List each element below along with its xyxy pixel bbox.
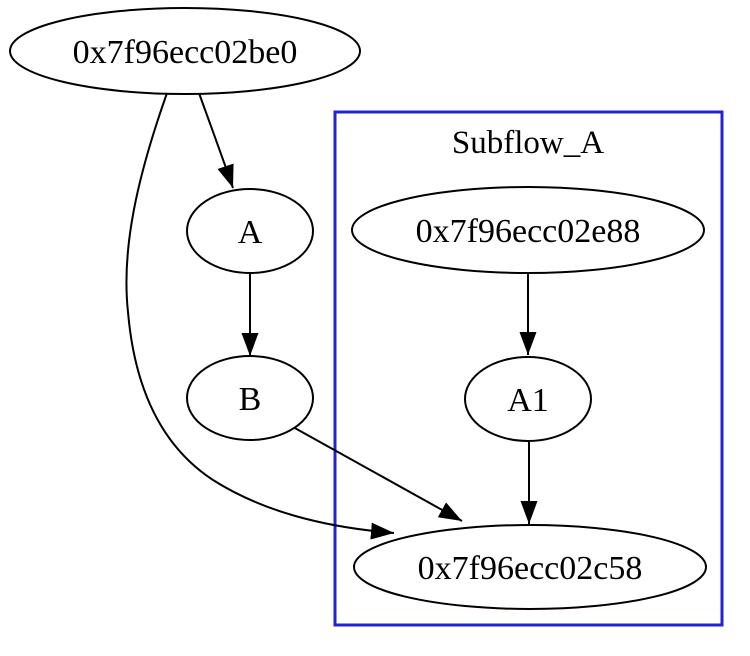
node-b: B — [186, 355, 314, 441]
node-0x7f96ecc02be0-label: 0x7f96ecc02be0 — [73, 34, 298, 71]
node-a-shape — [186, 188, 314, 274]
node-0x7f96ecc02be0-shape — [9, 7, 361, 95]
node-0x7f96ecc02e88: 0x7f96ecc02e88 — [351, 186, 705, 274]
node-0x7f96ecc02c58: 0x7f96ecc02c58 — [353, 524, 707, 610]
node-a-label: A — [238, 214, 263, 251]
cluster-subflow-a-label: Subflow_A — [452, 125, 604, 161]
node-a1-shape — [464, 356, 592, 442]
node-0x7f96ecc02be0: 0x7f96ecc02be0 — [9, 7, 361, 95]
node-a: A — [186, 188, 314, 274]
cluster-subflow-a-border — [333, 110, 724, 627]
node-b-label: B — [239, 381, 262, 418]
node-0x7f96ecc02c58-label: 0x7f96ecc02c58 — [418, 550, 643, 587]
node-b-shape — [186, 355, 314, 441]
edge-0x7f96ecc02be0-to-0x7f96ecc02c58 — [125, 92, 395, 540]
node-0x7f96ecc02c58-shape — [353, 524, 707, 610]
node-a1-label: A1 — [507, 382, 549, 419]
node-0x7f96ecc02e88-shape — [351, 186, 705, 274]
node-0x7f96ecc02e88-label: 0x7f96ecc02e88 — [416, 213, 641, 250]
edge-B-to-0x7f96ecc02c58 — [292, 426, 463, 522]
node-a1: A1 — [464, 356, 592, 442]
edge-0x7f96ecc02be0-to-A — [198, 92, 234, 189]
